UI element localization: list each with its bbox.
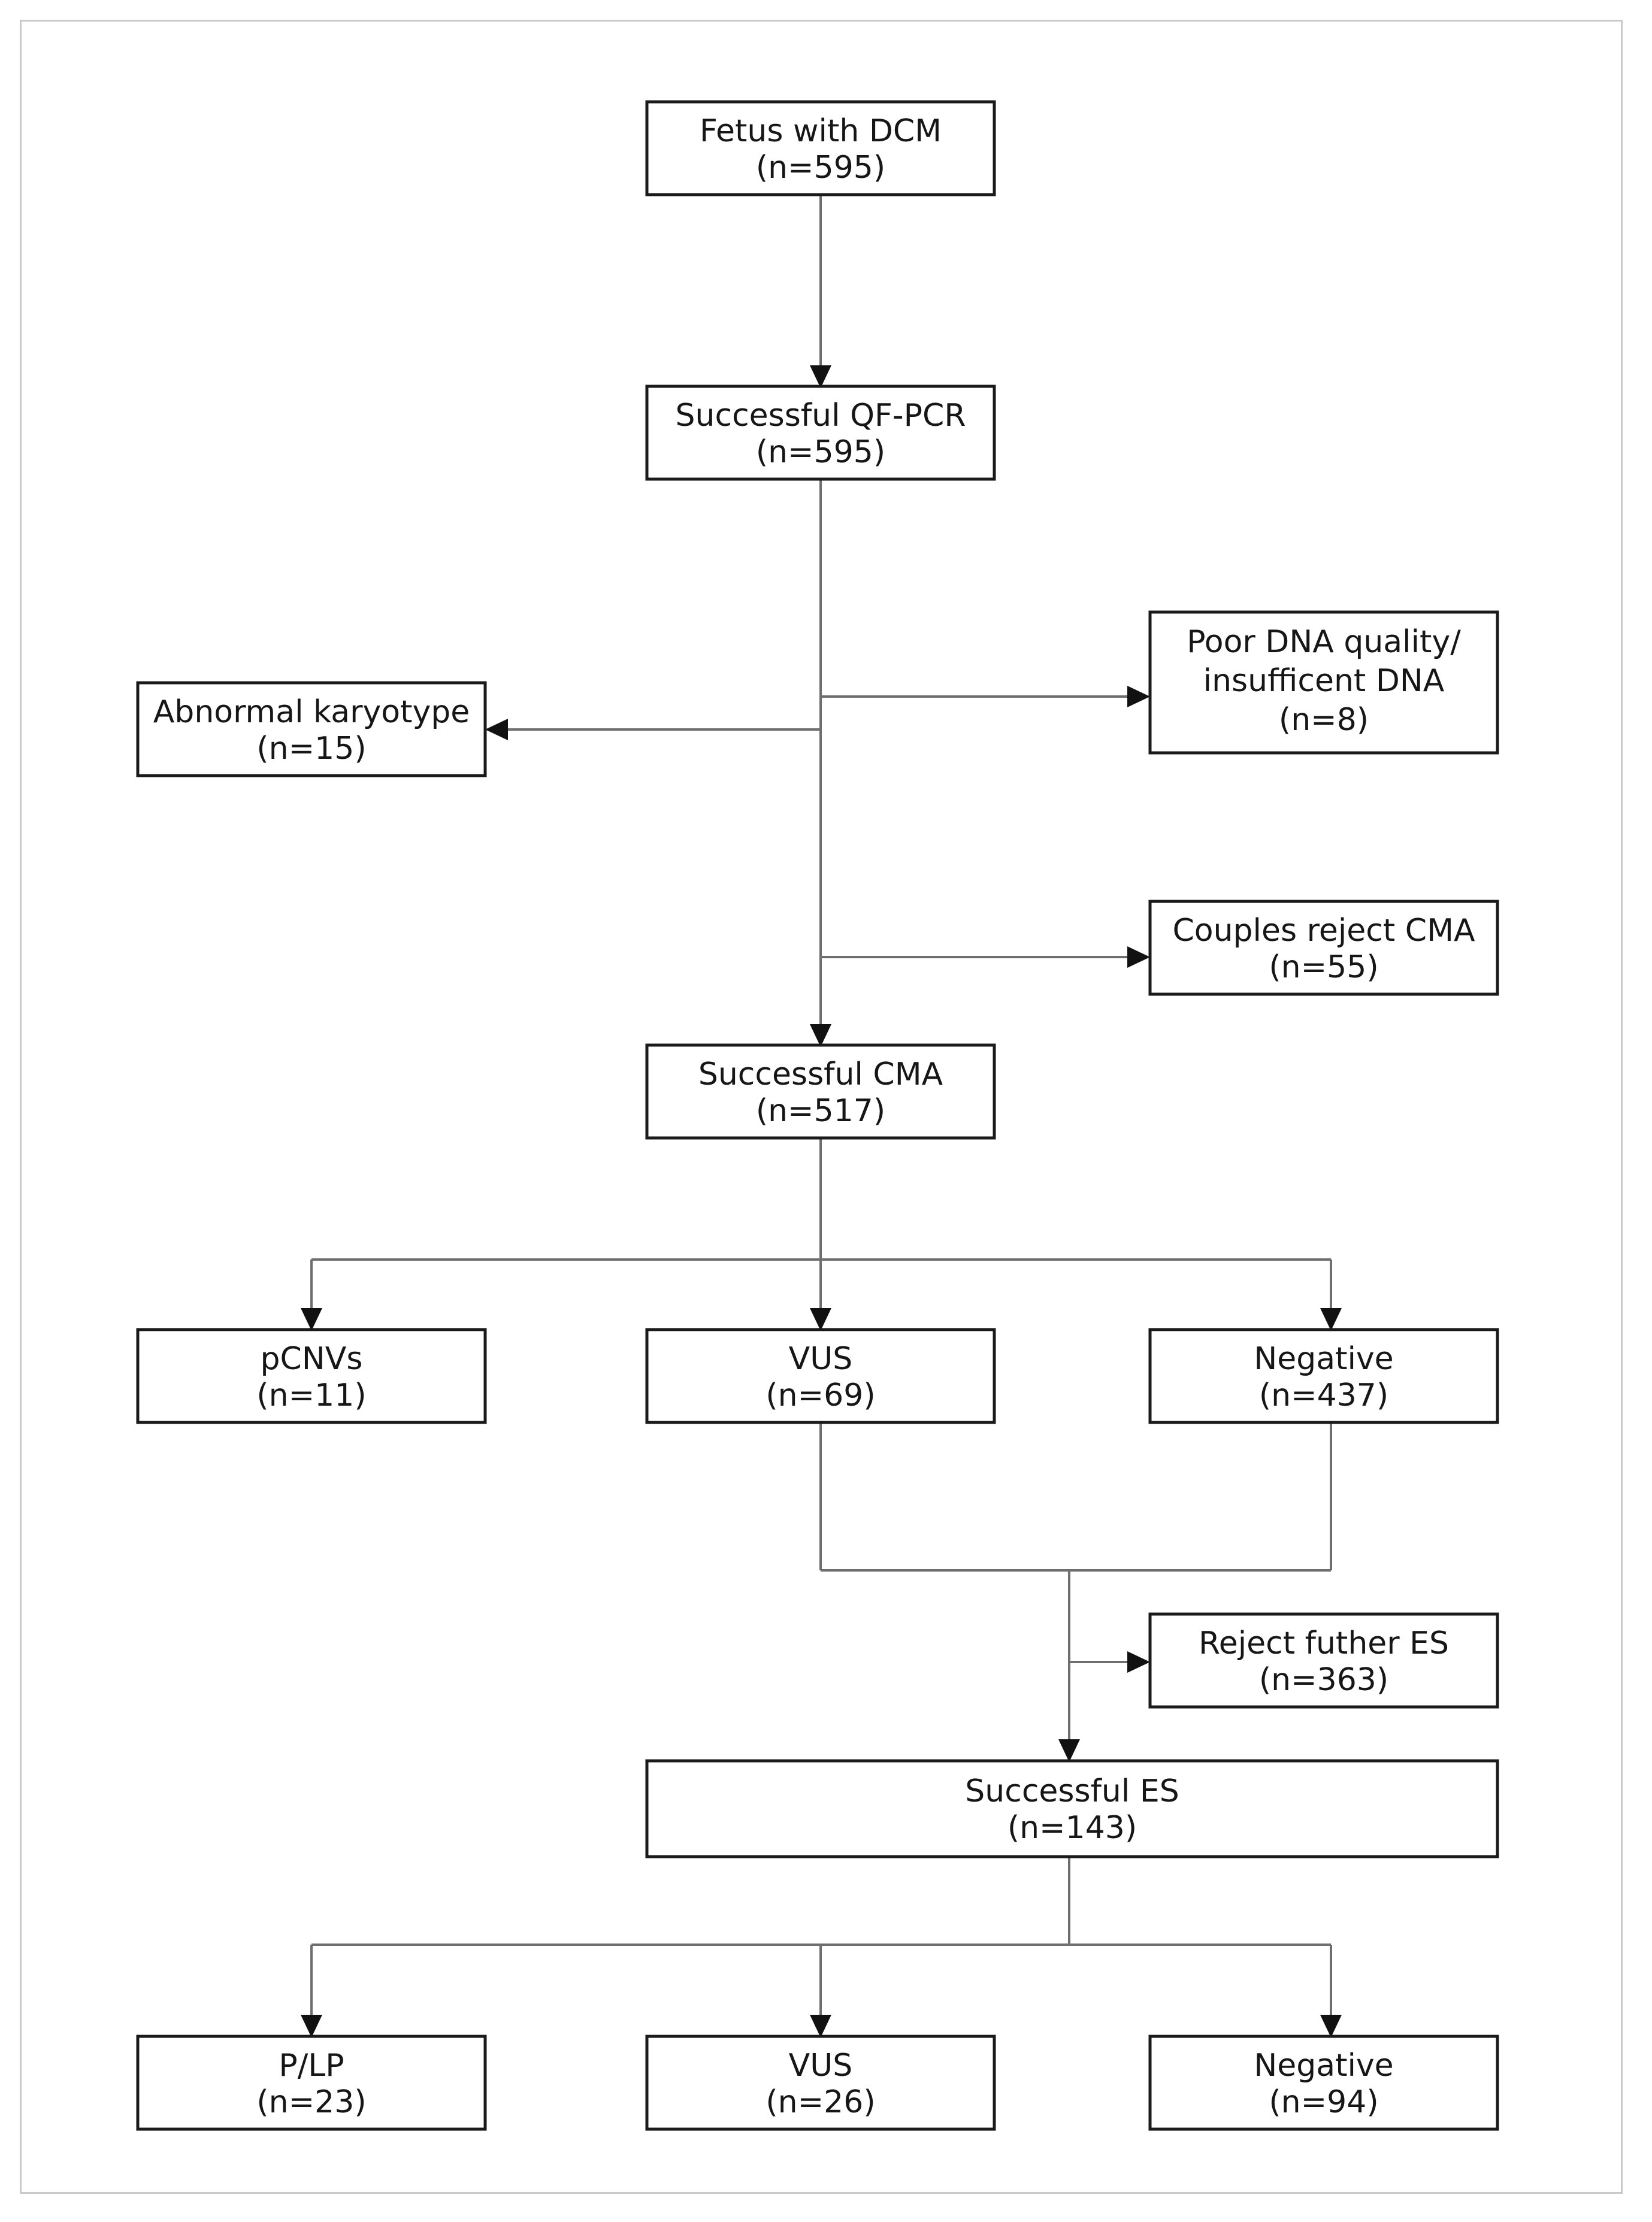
node-cma-vus[interactable]: VUS (n=69) — [645, 1328, 996, 1424]
node-successful-cma-label: Successful CMA — [698, 1056, 943, 1092]
node-fetus-dcm-count: (n=595) — [756, 150, 885, 186]
edge-merge-to-rejectes — [1069, 1651, 1150, 1673]
node-couples-reject-cma[interactable]: Couples reject CMA (n=55) — [1148, 900, 1499, 996]
node-cma-pcnvs-count: (n=11) — [256, 1378, 366, 1413]
node-cma-negative-count: (n=437) — [1259, 1378, 1388, 1413]
edge-cma-to-pcnvs — [301, 1260, 322, 1331]
node-successful-es-label: Successful ES — [965, 1773, 1179, 1809]
node-fetus-dcm[interactable]: Fetus with DCM (n=595) — [645, 100, 996, 196]
node-reject-futher-es-label: Reject futher ES — [1199, 1625, 1449, 1661]
node-abnormal-karyotype-label: Abnormal karyotype — [153, 694, 470, 730]
node-abnormal-karyotype[interactable]: Abnormal karyotype (n=15) — [136, 681, 487, 777]
node-poor-dna-count: (n=8) — [1279, 702, 1369, 738]
node-successful-es[interactable]: Successful ES (n=143) — [645, 1759, 1499, 1858]
node-couples-reject-cma-count: (n=55) — [1269, 949, 1378, 985]
edge-fetus-to-qfpcr — [810, 195, 831, 388]
node-successful-qfpcr-label: Successful QF-PCR — [676, 398, 966, 434]
edge-cma-to-negative — [1320, 1260, 1342, 1331]
node-cma-vus-label: VUS — [789, 1341, 853, 1377]
node-couples-reject-cma-label: Couples reject CMA — [1172, 913, 1475, 949]
node-es-negative-count: (n=94) — [1269, 2084, 1378, 2120]
node-cma-negative[interactable]: Negative (n=437) — [1148, 1328, 1499, 1424]
edge-es-to-negative — [1320, 1945, 1342, 2038]
node-successful-cma[interactable]: Successful CMA (n=517) — [645, 1043, 996, 1140]
node-cma-pcnvs[interactable]: pCNVs (n=11) — [136, 1328, 487, 1424]
node-es-negative-label: Negative — [1254, 2048, 1393, 2084]
node-es-plp[interactable]: P/LP (n=23) — [136, 2035, 487, 2131]
connector-layer — [301, 195, 1342, 2038]
edge-cma-to-vus — [810, 1260, 831, 1331]
node-es-negative[interactable]: Negative (n=94) — [1148, 2035, 1499, 2131]
node-cma-vus-count: (n=69) — [766, 1378, 875, 1413]
edge-qfpcr-to-rejectcma — [821, 946, 1150, 968]
node-successful-qfpcr[interactable]: Successful QF-PCR (n=595) — [645, 385, 996, 481]
node-es-vus[interactable]: VUS (n=26) — [645, 2035, 996, 2131]
node-es-plp-label: P/LP — [279, 2048, 344, 2084]
node-abnormal-karyotype-count: (n=15) — [256, 731, 366, 767]
node-es-vus-count: (n=26) — [766, 2084, 875, 2120]
edge-cma-split — [311, 1138, 1331, 1261]
node-poor-dna-label-line2: insufficent DNA — [1203, 663, 1445, 699]
edge-qfpcr-to-karyotype — [485, 719, 821, 740]
edge-vus-negative-merge — [819, 1423, 1332, 1572]
node-fetus-dcm-label: Fetus with DCM — [700, 113, 942, 149]
node-es-plp-count: (n=23) — [256, 2084, 366, 2120]
node-poor-dna[interactable]: Poor DNA quality/ insufficent DNA (n=8) — [1148, 610, 1499, 755]
edge-es-to-plp — [301, 1945, 322, 2038]
edge-es-split — [311, 1857, 1331, 1946]
edge-qfpcr-to-poordna — [821, 686, 1150, 707]
node-layer: Fetus with DCM (n=595) Successful QF-PCR… — [136, 100, 1499, 2131]
node-successful-es-count: (n=143) — [1007, 1810, 1137, 1846]
node-successful-qfpcr-count: (n=595) — [756, 434, 885, 470]
node-cma-negative-label: Negative — [1254, 1341, 1393, 1377]
node-reject-futher-es[interactable]: Reject futher ES (n=363) — [1148, 1612, 1499, 1709]
edge-qfpcr-to-cma — [810, 479, 831, 1047]
node-successful-cma-count: (n=517) — [756, 1093, 885, 1129]
node-poor-dna-label-line1: Poor DNA quality/ — [1187, 624, 1461, 660]
node-reject-futher-es-count: (n=363) — [1259, 1662, 1388, 1698]
edge-merge-to-successfules — [1058, 1570, 1080, 1762]
edge-es-to-vus — [810, 1945, 831, 2038]
node-cma-pcnvs-label: pCNVs — [261, 1341, 363, 1377]
node-es-vus-label: VUS — [789, 2048, 853, 2084]
